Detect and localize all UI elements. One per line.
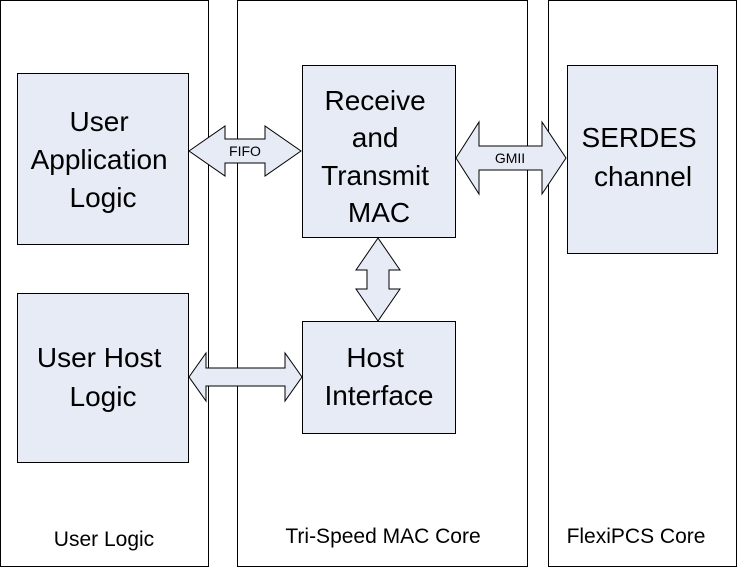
- block-line: Logic: [70, 381, 137, 412]
- fifo-label: FIFO: [229, 143, 261, 159]
- block-user-host-logic: User Host Logic: [17, 293, 189, 463]
- block-line: Logic: [70, 182, 137, 213]
- block-line: Application: [31, 144, 168, 175]
- host-link-connector: [188, 351, 303, 403]
- svg-text:Receive and Transm: Receive and Transmit MAC: [321, 85, 437, 228]
- column-title-user-logic: User Logic: [54, 528, 154, 551]
- block-line: Host: [346, 342, 404, 373]
- block-serdes-channel: SERDES channel: [567, 65, 718, 254]
- svg-text:Host Interface: Host Interface: [325, 342, 434, 411]
- block-host-interface: Host Interface: [302, 321, 456, 434]
- block-line: SERDES: [582, 122, 697, 153]
- svg-text:User Host Logic: User Host Logic: [37, 342, 169, 412]
- block-line: channel: [594, 161, 692, 192]
- mac-host-connector: [355, 237, 401, 322]
- block-line: User Host: [37, 342, 162, 373]
- gmii-connector: GMII: [455, 120, 567, 196]
- svg-text:SERDES channel: SERDES channel: [582, 122, 705, 192]
- block-line: Transmit: [321, 160, 429, 191]
- block-line: and: [352, 122, 399, 153]
- column-title-pcs-core: FlexiPCS Core: [567, 525, 706, 548]
- column-title-mac-core: Tri-Speed MAC Core: [285, 525, 480, 548]
- block-user-application-logic: User Application Logic: [17, 73, 189, 245]
- block-line: MAC: [348, 197, 410, 228]
- block-line: Interface: [325, 380, 434, 411]
- gmii-label: GMII: [495, 150, 525, 166]
- block-line: User: [70, 106, 129, 137]
- block-receive-transmit-mac: Receive and Transmit MAC: [302, 65, 456, 238]
- fifo-connector: FIFO: [188, 125, 302, 177]
- block-line: Receive: [325, 85, 426, 116]
- svg-text:User Application L: User Application Logic: [31, 106, 176, 213]
